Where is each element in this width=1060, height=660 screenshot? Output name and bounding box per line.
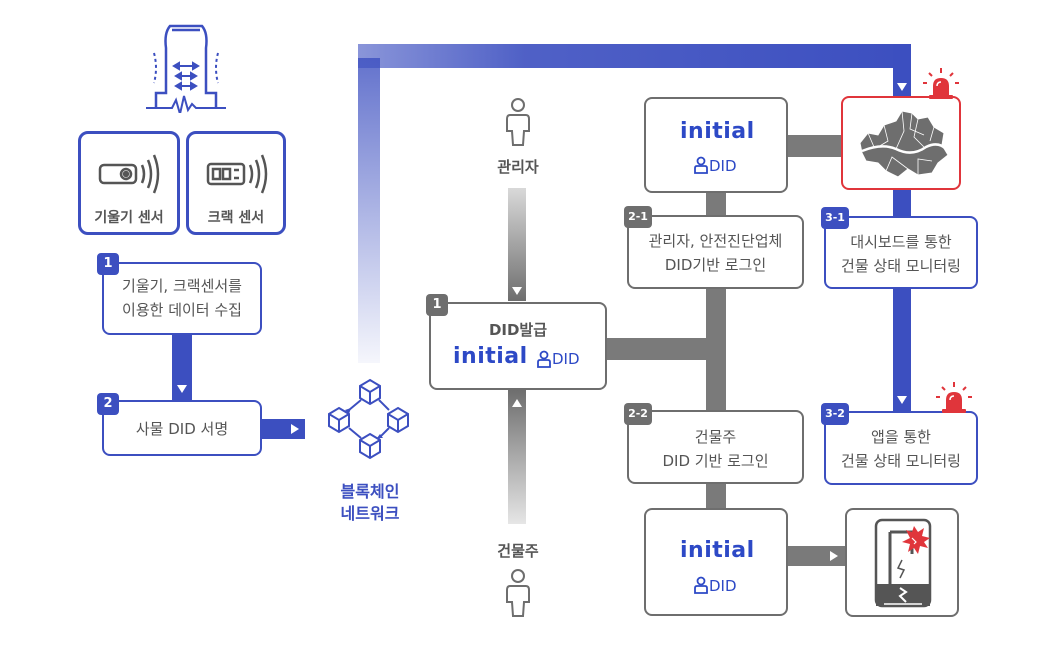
initial-bottom-box: initial DID — [644, 508, 788, 616]
initial-bottom-did-text: DID — [709, 577, 737, 595]
did-issue-brand-logo: initial — [453, 344, 528, 369]
dashboard-monitor-line1: 대시보드를 통한 — [850, 233, 952, 251]
arrow-top-down — [897, 83, 907, 91]
blockchain-network-icon — [328, 378, 409, 460]
step1-text-line2: 이용한 데이터 수집 — [122, 301, 242, 319]
arrow-bottom-right — [830, 551, 838, 561]
crack-sensor-card: 크랙 센서 — [186, 131, 286, 235]
arrow-owner-up — [512, 399, 522, 407]
connector-top-initial-map — [786, 135, 844, 157]
admin-person-icon — [506, 98, 530, 146]
connector-owner-up — [508, 390, 526, 524]
blockchain-label-line1: 블록체인 — [340, 482, 400, 501]
connector-top-horizontal — [358, 44, 911, 68]
connector-admin-down — [508, 188, 526, 301]
initial-top-brand-logo: initial — [680, 119, 755, 144]
siren-icon-bottom — [936, 382, 972, 413]
initial-bottom-person-icon — [694, 576, 708, 594]
owner-login-box: 건물주 DID 기반 로그인 — [627, 410, 804, 484]
step2-badge: 2 — [97, 393, 119, 415]
arrow-right-down — [897, 396, 907, 404]
arrow-step1-down — [177, 385, 187, 393]
admin-label: 관리자 — [497, 158, 539, 176]
connector-did-horizontal — [606, 338, 716, 360]
connector-step1-step2 — [172, 335, 192, 400]
tilt-sensor-card: 기울기 센서 — [78, 131, 180, 235]
dashboard-monitor-badge: 3-1 — [821, 207, 849, 229]
owner-login-line1: 건물주 — [694, 428, 737, 446]
arrow-step2-right — [291, 424, 299, 434]
initial-bottom-brand-logo: initial — [680, 538, 755, 563]
tilt-sensor-icon — [98, 154, 160, 194]
crack-sensor-icon — [206, 154, 268, 194]
phone-crack-alert-icon — [874, 518, 932, 608]
arrow-admin-down — [512, 287, 522, 295]
dashboard-map-box — [841, 96, 961, 190]
app-monitor-box: 앱을 통한 건물 상태 모니터링 — [824, 411, 978, 485]
step1-text-line1: 기울기, 크랙센서를 — [122, 277, 242, 295]
tilt-sensor-label: 기울기 센서 — [94, 210, 164, 226]
owner-label: 건물주 — [497, 542, 539, 560]
app-monitor-line2: 건물 상태 모니터링 — [841, 452, 961, 470]
connector-bottom-initial-app — [786, 546, 846, 566]
siren-icon-top — [923, 68, 959, 99]
admin-login-badge: 2-1 — [624, 206, 652, 228]
app-monitor-line1: 앱을 통한 — [871, 428, 931, 446]
did-issue-box: DID발급 initial DID — [429, 302, 607, 390]
app-phone-box — [845, 508, 959, 617]
did-issue-badge: 1 — [426, 294, 448, 316]
connector-step2-blockchain — [260, 419, 305, 439]
did-issue-title: DID발급 — [488, 321, 548, 339]
did-issue-person-icon — [537, 350, 551, 368]
connector-blockchain-up — [358, 58, 380, 363]
app-monitor-badge: 3-2 — [821, 403, 849, 425]
initial-top-did-text: DID — [709, 157, 737, 175]
step2-sign-box: 사물 DID 서명 — [102, 400, 262, 456]
blockchain-label-line2: 네트워크 — [340, 504, 400, 523]
step1-badge: 1 — [97, 253, 119, 275]
owner-login-line2: DID 기반 로그인 — [662, 452, 769, 470]
initial-top-box: initial DID — [644, 97, 788, 193]
building-sensor-icon — [146, 24, 226, 113]
admin-login-box: 관리자, 안전진단업체 DID기반 로그인 — [627, 215, 804, 289]
did-issue-did-text: DID — [552, 350, 580, 368]
dashboard-monitor-box: 대시보드를 통한 건물 상태 모니터링 — [824, 216, 978, 289]
seoul-map-icon — [859, 110, 949, 178]
admin-login-line1: 관리자, 안전진단업체 — [648, 232, 783, 250]
owner-person-icon — [506, 569, 530, 617]
initial-top-person-icon — [694, 156, 708, 174]
step2-text: 사물 DID 서명 — [135, 420, 229, 438]
crack-sensor-label: 크랙 센서 — [207, 210, 265, 226]
step1-collect-box: 기울기, 크랙센서를 이용한 데이터 수집 — [102, 262, 262, 335]
owner-login-badge: 2-2 — [624, 403, 652, 425]
admin-login-line2: DID기반 로그인 — [664, 256, 767, 274]
dashboard-monitor-line2: 건물 상태 모니터링 — [841, 257, 961, 275]
